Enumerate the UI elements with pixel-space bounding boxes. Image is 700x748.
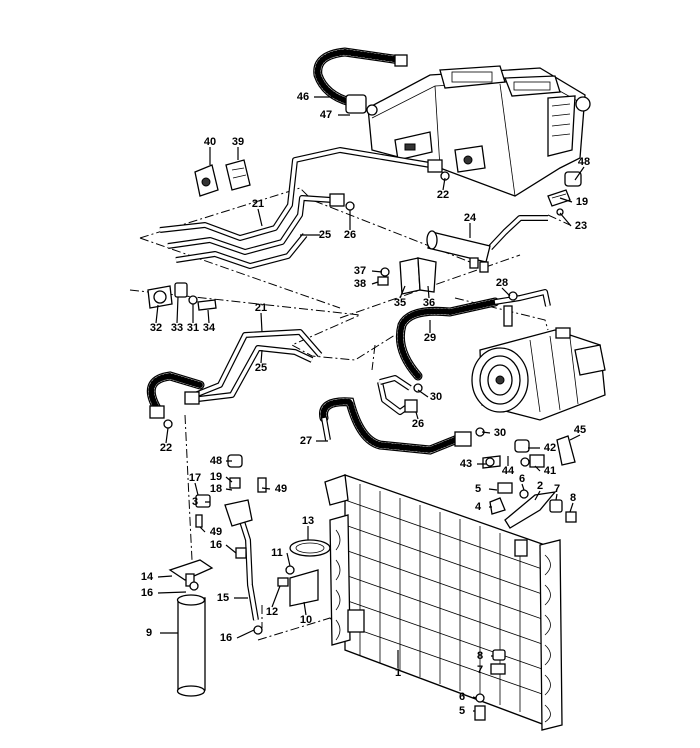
- callout-c4: 4: [475, 501, 482, 513]
- bracket-35-36: [377, 257, 437, 295]
- pipe-26-30: [377, 375, 423, 415]
- callout-c42: 42: [544, 442, 556, 454]
- callout-c26b: 26: [412, 418, 424, 430]
- group-outline-upper: [139, 187, 571, 309]
- callout-c30a: 30: [430, 391, 442, 403]
- callout-c5b: 5: [459, 705, 465, 717]
- callout-c25b: 25: [255, 362, 267, 374]
- mount-hardware-2-8: [489, 482, 577, 529]
- callout-c26a: 26: [344, 229, 356, 241]
- callout-c37: 37: [354, 265, 366, 277]
- callout-c18: 18: [210, 483, 222, 495]
- callout-c44: 44: [502, 465, 515, 477]
- hose-46: [313, 47, 408, 116]
- callout-c24: 24: [464, 212, 477, 224]
- callout-c15: 15: [217, 592, 229, 604]
- callout-c16a: 16: [210, 539, 222, 551]
- callout-c43: 43: [460, 458, 472, 470]
- callout-c7a: 7: [554, 483, 560, 495]
- clamp-13-bracket-10: [277, 539, 331, 607]
- fitting-48-19-23: [547, 171, 582, 216]
- callout-c48b: 48: [210, 455, 222, 467]
- callout-c22a: 22: [437, 189, 449, 201]
- callout-c38: 38: [354, 278, 366, 290]
- callout-c11: 11: [271, 547, 283, 559]
- callout-c22b: 22: [160, 442, 172, 454]
- clamp-39-40: [194, 159, 251, 197]
- callout-c7b: 7: [477, 664, 483, 676]
- evaporator-housing: [367, 65, 591, 197]
- fittings-31-34: [147, 282, 217, 311]
- hose-27: [319, 397, 485, 455]
- condenser-1: [324, 474, 563, 731]
- callout-c49a: 49: [275, 483, 287, 495]
- callout-c21a: 21: [252, 198, 264, 210]
- callout-c29: 29: [424, 332, 436, 344]
- pipe-24: [426, 215, 548, 273]
- callout-c41: 41: [544, 465, 556, 477]
- callout-c31: 31: [187, 322, 199, 334]
- callout-c28: 28: [496, 277, 508, 289]
- callout-c21b: 21: [255, 302, 267, 314]
- pipe-21-25-middle: [184, 329, 323, 405]
- callout-c17: 17: [189, 472, 201, 484]
- callout-c16b: 16: [141, 587, 153, 599]
- callout-c46: 46: [297, 91, 309, 103]
- callout-c23: 23: [575, 220, 587, 232]
- callout-c5a: 5: [475, 483, 481, 495]
- callout-c2: 2: [537, 480, 543, 492]
- callout-c45: 45: [574, 424, 586, 436]
- callout-c40: 40: [204, 136, 216, 148]
- callout-c49b: 49: [210, 526, 222, 538]
- callout-c16c: 16: [220, 632, 232, 644]
- callout-c9: 9: [146, 627, 152, 639]
- pipe-15: [224, 454, 267, 635]
- callout-c10: 10: [300, 614, 312, 626]
- hose-left: [146, 371, 205, 429]
- callout-c30b: 30: [494, 427, 506, 439]
- callout-c35: 35: [394, 297, 406, 309]
- callout-c48a: 48: [578, 156, 590, 168]
- callout-c33: 33: [171, 322, 183, 334]
- callout-c39: 39: [232, 136, 244, 148]
- callout-c19a: 19: [576, 196, 588, 208]
- callout-c32: 32: [150, 322, 162, 334]
- callout-c3: 3: [192, 496, 198, 508]
- callout-c1: 1: [395, 667, 401, 679]
- callout-c25a: 25: [319, 229, 331, 241]
- callout-c36: 36: [423, 297, 435, 309]
- callout-c34: 34: [203, 322, 216, 334]
- pipe-21-25-upper: [159, 147, 450, 269]
- callout-c47: 47: [320, 109, 332, 121]
- callout-c6a: 6: [519, 473, 525, 485]
- fittings-41-45: [482, 435, 576, 469]
- callout-c6b: 6: [459, 691, 465, 703]
- leader-lines: [155, 96, 585, 712]
- callout-c19b: 19: [210, 471, 222, 483]
- bottom-hardware-5-8: [474, 649, 506, 721]
- drier-9: [168, 494, 214, 697]
- callout-c27: 27: [300, 435, 312, 447]
- callout-c8a: 8: [570, 492, 576, 504]
- callout-c8b: 8: [477, 650, 483, 662]
- callout-c12: 12: [266, 606, 278, 618]
- group-outline-lower: [184, 414, 341, 641]
- hose-29: [395, 289, 551, 381]
- compressor: [471, 327, 606, 421]
- callout-c13: 13: [302, 515, 314, 527]
- callout-c14: 14: [141, 571, 154, 583]
